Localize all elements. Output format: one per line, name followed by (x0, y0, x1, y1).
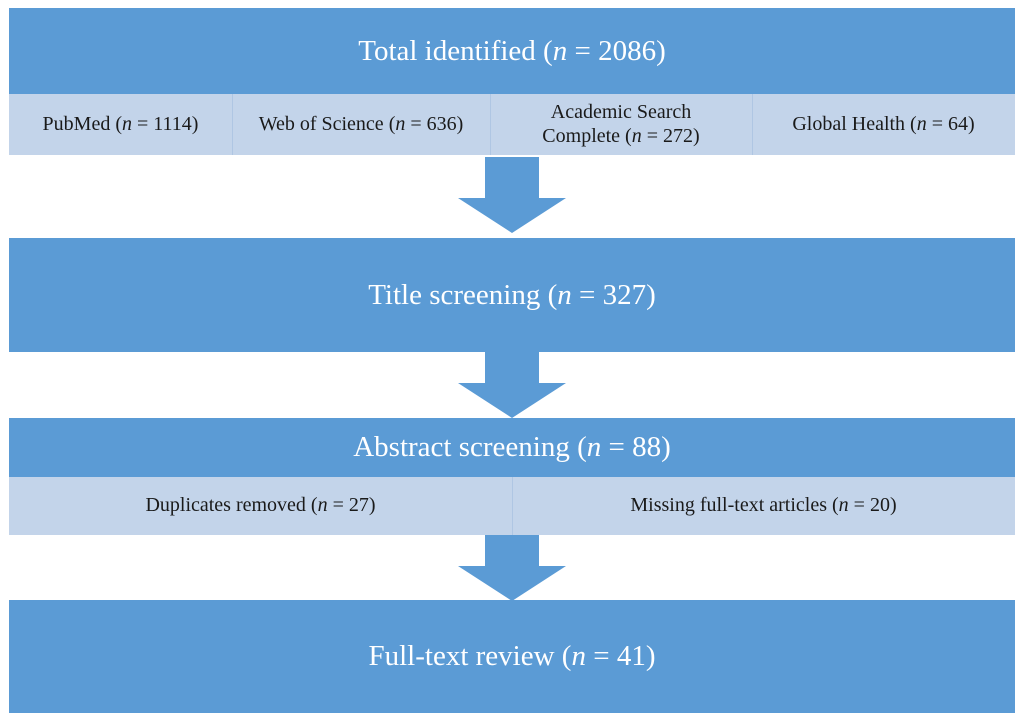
stage-box-total-identified: Total identified (n = 2086) (9, 8, 1015, 94)
source-label-global-health: Global Health (n = 64) (792, 112, 975, 135)
source-cell-missing-full-text-articles: Missing full-text articles (n = 20) (512, 477, 1015, 535)
stage-label-abstract-screening: Abstract screening (n = 88) (353, 431, 671, 464)
down-arrow-icon-1 (458, 157, 566, 233)
source-label-duplicates-removed: Duplicates removed (n = 27) (145, 494, 376, 517)
source-cell-web-of-science: Web of Science (n = 636) (232, 94, 490, 155)
source-label-pubmed: PubMed (n = 1114) (42, 112, 199, 135)
source-cell-academic-search-complete: Academic Search Complete (n = 272) (490, 94, 752, 155)
source-cell-pubmed: PubMed (n = 1114) (9, 94, 232, 155)
stage-box-abstract-screening: Abstract screening (n = 88) (9, 418, 1015, 477)
source-cell-duplicates-removed: Duplicates removed (n = 27) (9, 477, 512, 535)
source-label-academic-search-complete: Academic Search Complete (n = 272) (542, 100, 700, 147)
source-label-missing-full-text-articles: Missing full-text articles (n = 20) (630, 494, 897, 517)
stage-box-title-screening: Title screening (n = 327) (9, 238, 1015, 352)
stage-label-title-screening: Title screening (n = 327) (368, 278, 656, 311)
source-cell-global-health: Global Health (n = 64) (752, 94, 1015, 155)
source-label-web-of-science: Web of Science (n = 636) (258, 112, 464, 135)
down-arrow-icon-3 (458, 535, 566, 601)
stage-label-total-identified: Total identified (n = 2086) (358, 34, 666, 67)
source-row-abstract-screening: Duplicates removed (n = 27) Missing full… (9, 477, 1015, 535)
stage-box-full-text-review: Full-text review (n = 41) (9, 600, 1015, 713)
down-arrow-icon-2 (458, 352, 566, 418)
source-row-total-identified: PubMed (n = 1114) Web of Science (n = 63… (9, 94, 1015, 155)
stage-label-full-text-review: Full-text review (n = 41) (368, 640, 656, 673)
